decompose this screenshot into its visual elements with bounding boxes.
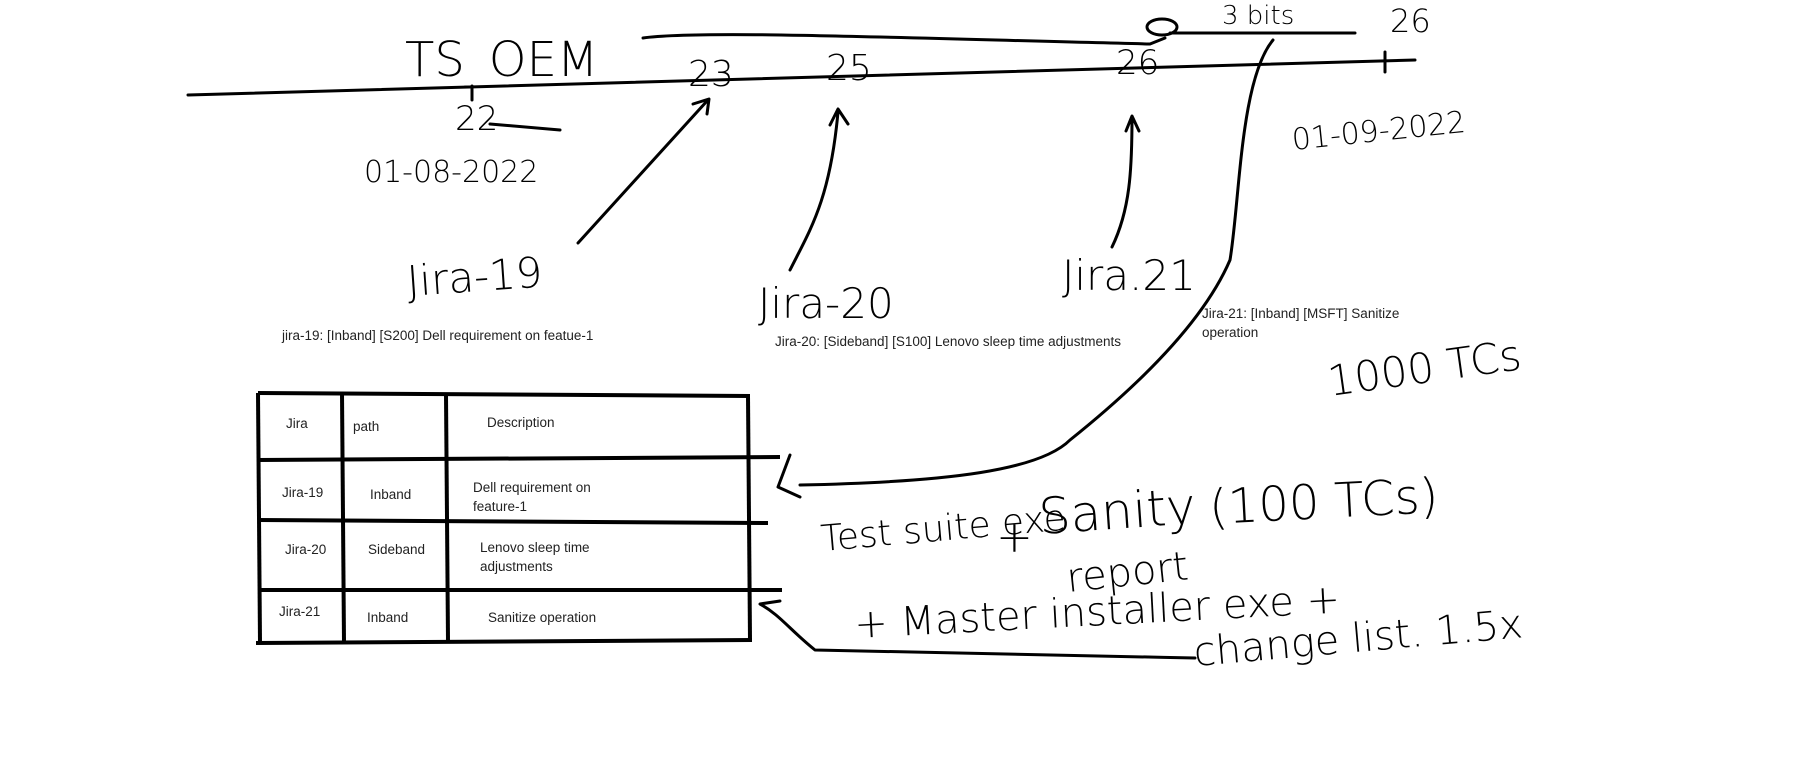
jira-table: Jira path Description Jira-19 Inband Del… [255, 391, 782, 645]
version-26: 26 [1116, 43, 1159, 83]
version-25: 25 [826, 48, 872, 89]
table-row-3-jira: Jira-21 [279, 604, 320, 619]
timeline-axis [186, 58, 1417, 97]
jira-20-description: Jira-20: [Sideband] [S100] Lenovo sleep … [775, 334, 1121, 349]
table-row-1-jira: Jira-19 [282, 485, 323, 500]
jira-21-description-line-2: operation [1202, 325, 1258, 340]
table-header-jira: Jira [286, 416, 308, 431]
table-row-2-jira: Jira-20 [285, 542, 326, 557]
branch-node [1145, 17, 1179, 37]
jira-19-label: Jira-19 [405, 248, 544, 306]
table-row-2-desc-line-1: Lenovo sleep time [480, 540, 590, 555]
tc-count-1000: 1000 TCs [1325, 330, 1525, 406]
end-date: 01-09-2022 [1290, 105, 1467, 158]
jira-21-description-line-1: Jira-21: [Inband] [MSFT] Sanitize [1202, 306, 1399, 321]
notes-to-table-arrow [758, 599, 1197, 660]
table-row-3-desc: Sanitize operation [488, 610, 596, 625]
table-header-path: path [353, 419, 379, 434]
jira-20-label: Jira-20 [758, 279, 894, 328]
table-row-3-path: Inband [367, 610, 408, 625]
table-header-description: Description [487, 415, 555, 430]
version-22: 22 [455, 99, 498, 139]
plus-sign: + [996, 512, 1033, 563]
sanity-note: Sanity [1037, 477, 1198, 546]
version-23: 23 [688, 54, 734, 95]
branch-label: 3 bits [1222, 1, 1294, 31]
sanity-tc-count: (100 TCs) [1208, 468, 1440, 536]
table-row-2-path: Sideband [368, 542, 425, 557]
version-22-underline [488, 122, 562, 132]
branch-version-26: 26 [1390, 2, 1431, 40]
project-name: TS_OEM [405, 32, 598, 88]
jira-21-arrow [1110, 114, 1141, 249]
branch-to-table-arrow [776, 38, 1275, 499]
start-date: 01-08-2022 [364, 155, 538, 190]
table-row-2-desc-line-2: adjustments [480, 559, 553, 574]
jira-19-arrow [576, 97, 711, 245]
jira-19-description: jira-19: [Inband] [S200] Dell requiremen… [281, 328, 593, 343]
branch-line [641, 31, 1357, 46]
jira-21-label: Jira.21 [1062, 251, 1196, 300]
table-row-1-desc-line-2: feature-1 [473, 499, 527, 514]
table-row-1-desc-line-1: Dell requirement on [473, 480, 591, 495]
table-row-1-path: Inband [370, 487, 411, 502]
jira-20-arrow [788, 107, 850, 272]
